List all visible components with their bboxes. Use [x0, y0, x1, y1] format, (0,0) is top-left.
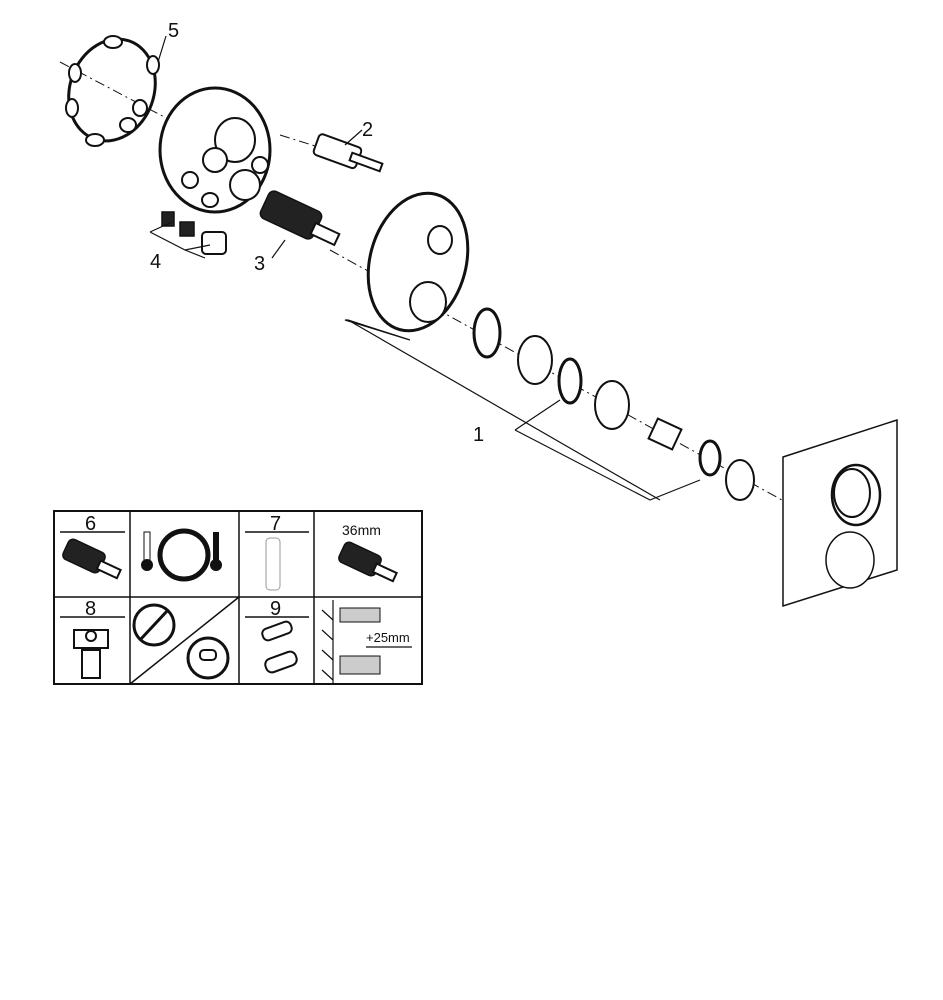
trim-components: [472, 307, 755, 501]
table-cell-9: 9: [270, 598, 281, 620]
wall-depth-icon: [321, 600, 412, 684]
part-8-icon: [73, 629, 109, 679]
leader-4: [149, 221, 211, 259]
table-cell-8: 8: [85, 598, 96, 620]
temperature-swap-icon: [141, 528, 222, 582]
table-cell-6: 6: [85, 513, 96, 535]
part-4-check-valves: [161, 211, 227, 255]
callout-5: 5: [168, 20, 179, 42]
leader-3: [271, 239, 286, 259]
table-cell-25mm: +25mm: [366, 630, 410, 645]
table-cell-36mm: 36mm: [342, 522, 381, 538]
cover-plate-with-handle: [782, 418, 898, 608]
callout-2: 2: [362, 119, 373, 141]
callout-4: 4: [150, 251, 161, 273]
cartridge-36mm-icon: [338, 541, 398, 583]
part-3-thermostatic-cartridge: [259, 190, 341, 247]
part-2-cartridge: [312, 133, 384, 173]
handle-orientation-icons: [132, 603, 230, 680]
leader-2: [344, 129, 363, 146]
callout-3: 3: [254, 253, 265, 275]
leader-5: [157, 35, 167, 63]
sleeve-7-icon: [265, 537, 281, 591]
spare-parts-table: [53, 510, 423, 685]
table-cell-7: 7: [270, 513, 281, 535]
part-5-seal-ring: [65, 35, 160, 147]
leader-1: [344, 319, 701, 501]
cartridge-6-icon: [62, 538, 122, 580]
mounting-plate: [366, 191, 470, 333]
part-9-extension-icons: [261, 620, 298, 674]
callout-1: 1: [473, 424, 484, 446]
valve-body: [158, 86, 272, 214]
